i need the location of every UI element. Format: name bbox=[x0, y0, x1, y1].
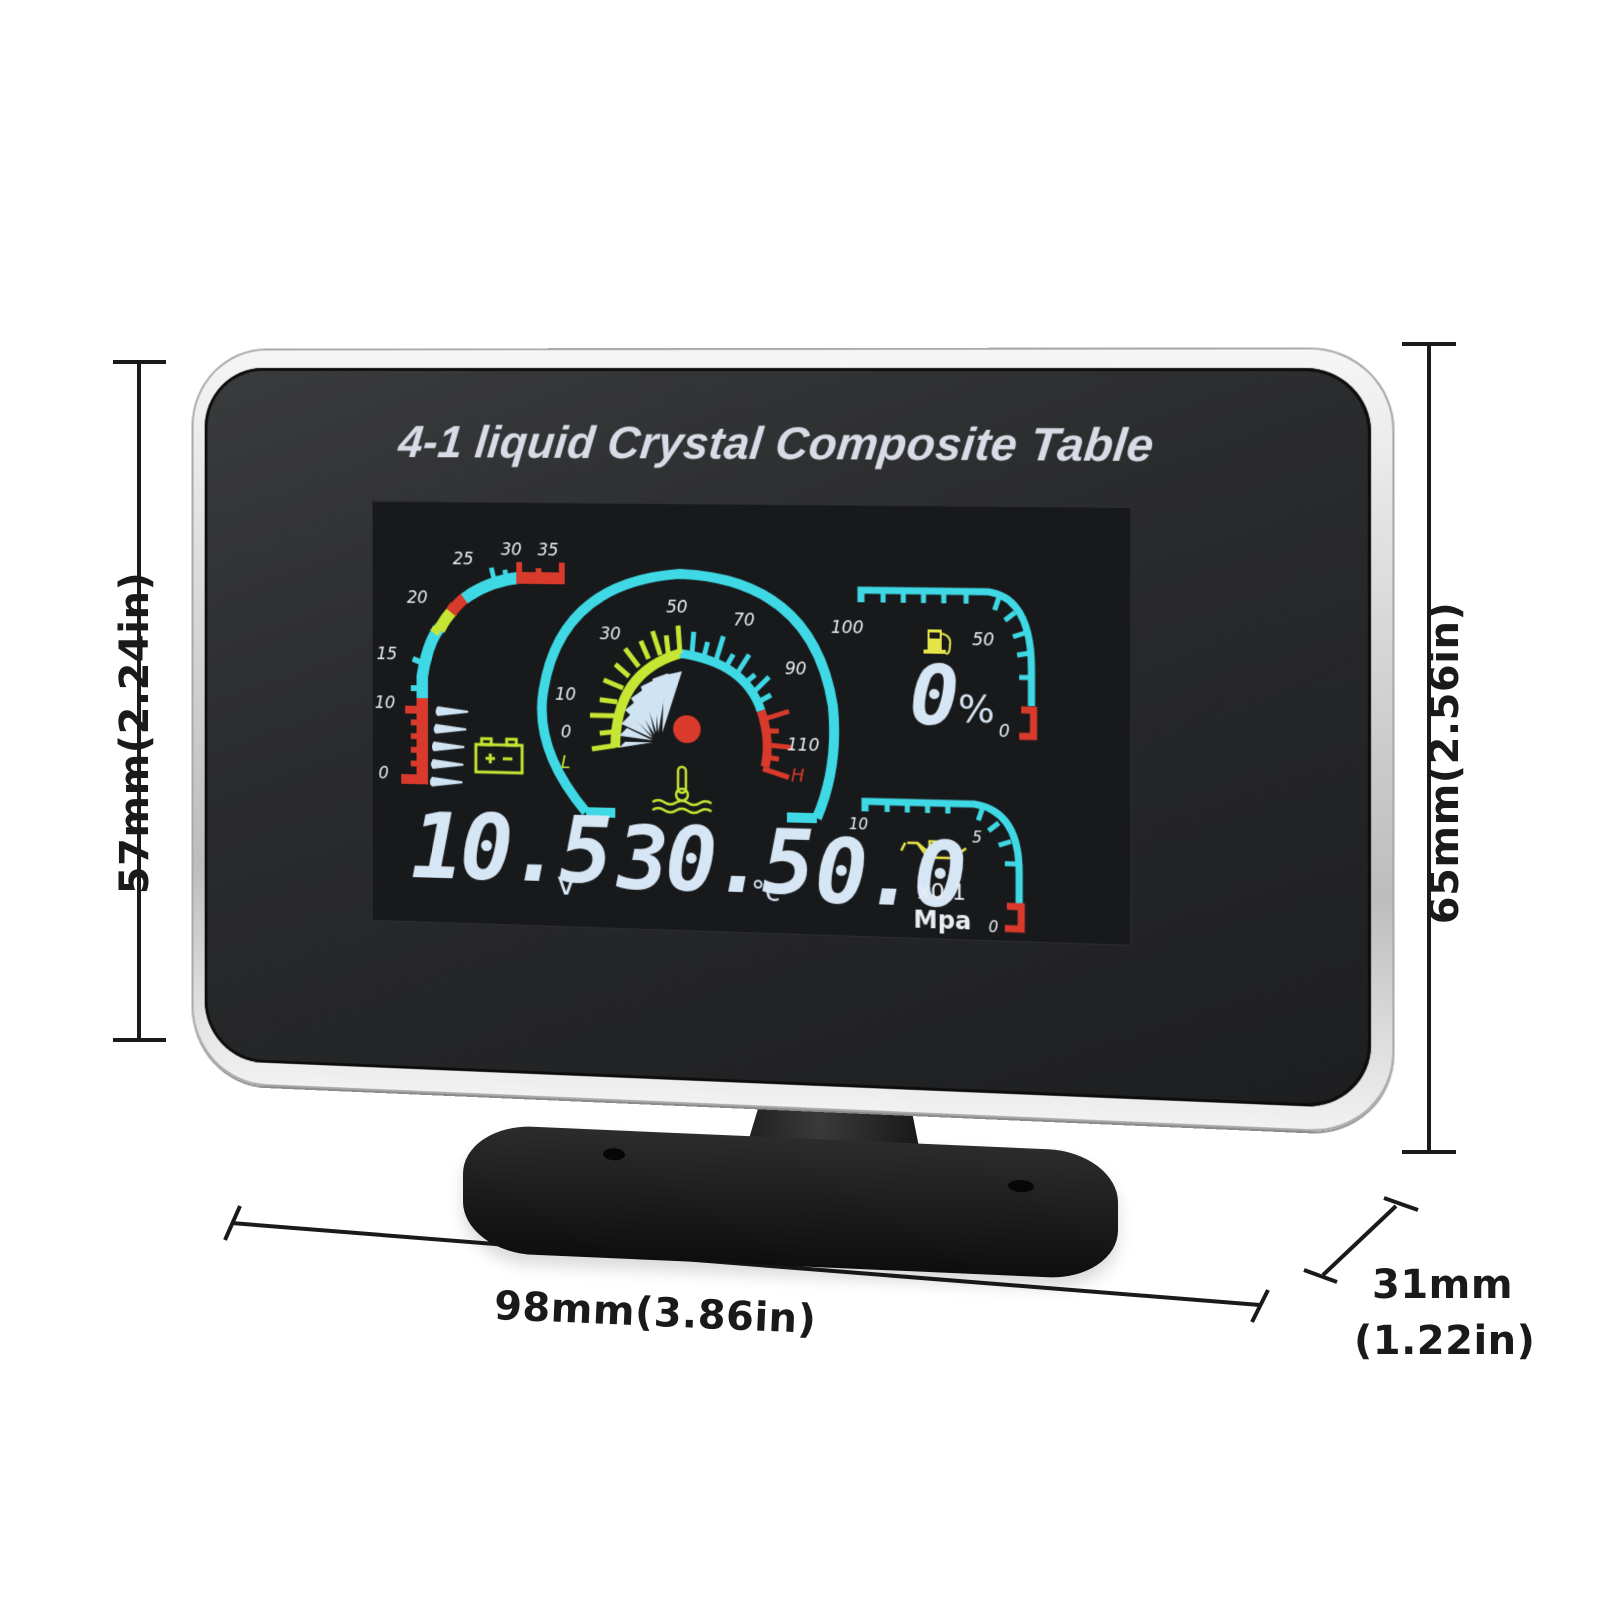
mount-hole-left bbox=[603, 1147, 625, 1161]
fuel-tick-50: 50 bbox=[972, 630, 995, 651]
voltage-unit: v bbox=[556, 864, 576, 903]
oil-pressure-unit: Mpa bbox=[913, 905, 972, 936]
volt-tick-25: 25 bbox=[452, 549, 474, 570]
depth-label-in: (1.22in) bbox=[1354, 1318, 1536, 1364]
fuel-pump-icon bbox=[923, 629, 951, 654]
volt-tick-0: 0 bbox=[378, 763, 389, 784]
battery-level-bars bbox=[429, 706, 469, 788]
volt-tick-35: 35 bbox=[537, 540, 559, 561]
fuel-gauge-scale bbox=[861, 590, 1034, 736]
temp-tick-50: 50 bbox=[666, 597, 688, 618]
oil-tick-5: 5 bbox=[972, 828, 982, 847]
fuel-readout: 0 bbox=[909, 648, 956, 746]
depth-label-mm: 31mm bbox=[1372, 1262, 1514, 1308]
coolant-temperature-icon bbox=[653, 766, 712, 813]
volt-tick-10: 10 bbox=[374, 693, 396, 714]
lcd-screen: 0 10 15 20 25 30 35 0 10 30 50 70 90 110… bbox=[371, 500, 1132, 946]
lcd-graphics bbox=[373, 502, 1131, 945]
temp-tick-110: 110 bbox=[786, 735, 820, 757]
gauge-face: 4-1 liquid Crystal Composite Table bbox=[204, 367, 1372, 1110]
temperature-unit: °c bbox=[751, 874, 781, 909]
temp-tick-90: 90 bbox=[784, 659, 807, 680]
temp-tick-0: 0 bbox=[560, 722, 572, 743]
temp-tick-10: 10 bbox=[554, 684, 577, 706]
fuel-tick-0: 0 bbox=[998, 721, 1010, 743]
fuel-tick-100: 100 bbox=[830, 617, 864, 639]
height-screen-label: 57mm(2.24in) bbox=[112, 571, 158, 895]
temp-high-label: H bbox=[790, 765, 805, 787]
gauge-bezel: 4-1 liquid Crystal Composite Table bbox=[191, 347, 1395, 1135]
volt-tick-15: 15 bbox=[376, 644, 398, 665]
fuel-unit: % bbox=[957, 686, 995, 732]
oil-pressure-multiplier: x0.1 bbox=[917, 879, 967, 907]
voltmeter-scale bbox=[401, 561, 565, 785]
volt-tick-30: 30 bbox=[500, 540, 522, 561]
battery-icon bbox=[476, 738, 522, 773]
temperature-readout: 30.5 bbox=[617, 806, 811, 916]
temp-low-label: L bbox=[560, 752, 571, 774]
temp-tick-70: 70 bbox=[733, 610, 755, 631]
height-total-label: 65mm(2.56in) bbox=[1422, 601, 1468, 925]
oil-tick-0: 0 bbox=[988, 917, 999, 937]
voltage-readout: 10.5 bbox=[410, 793, 610, 905]
mount-hole-right bbox=[1008, 1179, 1034, 1193]
volt-tick-20: 20 bbox=[407, 588, 428, 609]
device-title: 4-1 liquid Crystal Composite Table bbox=[396, 415, 1157, 472]
temp-tick-30: 30 bbox=[599, 624, 621, 645]
